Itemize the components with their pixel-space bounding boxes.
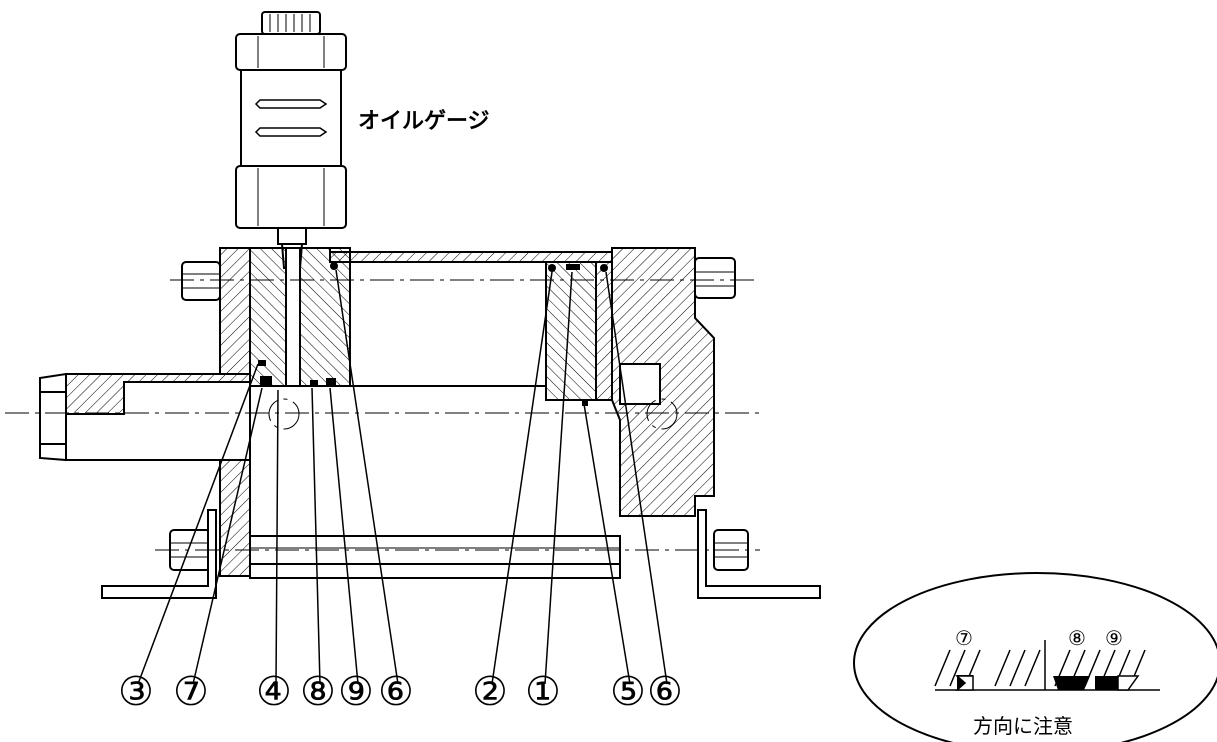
part-number-7: ⑦ [173,669,209,715]
detail-caption: 方向に注意 [973,714,1073,738]
part-number-4: ④ [256,669,292,715]
part-number-2: ② [472,669,508,715]
part-number-3: ③ [118,669,154,715]
detail-number-8: ⑧ [1068,626,1086,650]
leader-lines [137,269,668,685]
tie-rod-and-base [101,509,821,599]
part-number-6-left: ⑥ [378,669,414,715]
detail-oval [853,572,1217,742]
part-number-6-right: ⑥ [647,669,683,715]
detail-number-9: ⑨ [1105,626,1123,650]
center-lines [5,279,760,551]
part-number-1: ① [525,669,561,715]
seals [258,262,608,406]
oil-gauge [235,11,347,269]
part-number-9: ⑨ [338,669,374,715]
part-number-5: ⑤ [610,669,646,715]
oil-gauge-label: オイルゲージ [358,109,490,134]
part-number-8: ⑧ [300,669,336,715]
shaft [39,262,547,462]
detail-number-7: ⑦ [955,626,973,650]
top-plate [329,251,613,263]
